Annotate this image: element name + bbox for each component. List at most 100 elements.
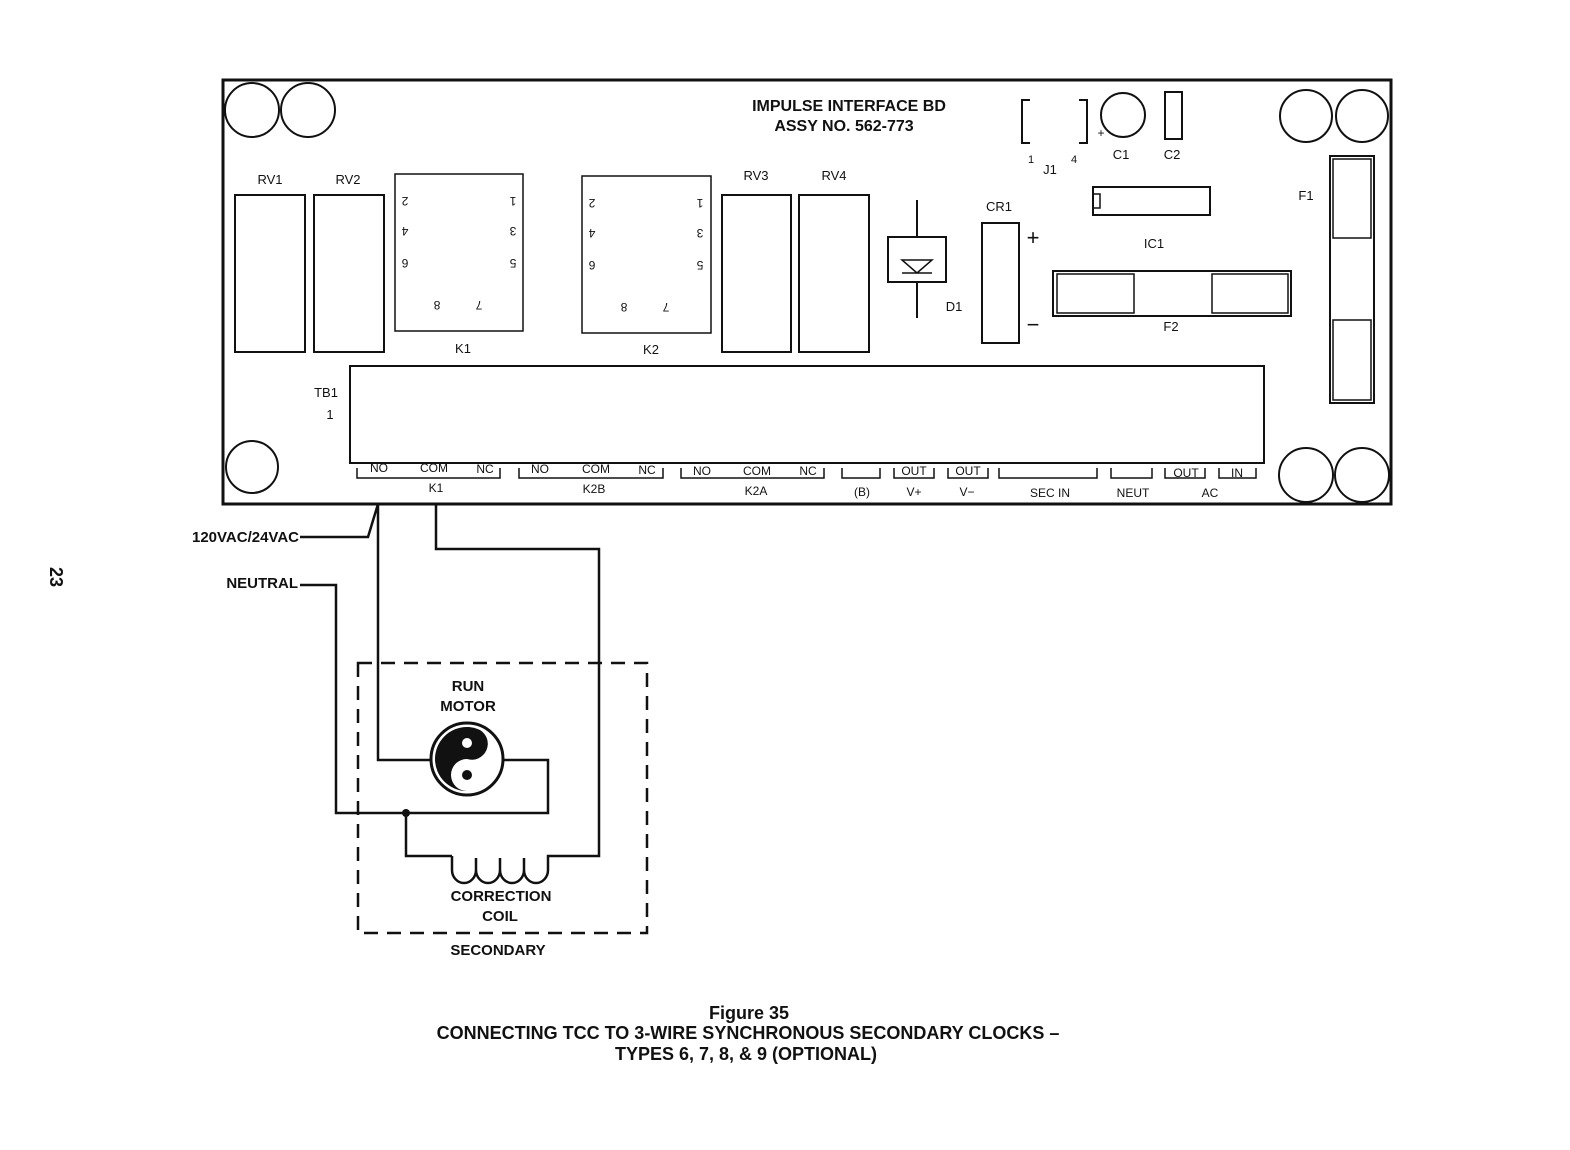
cr1-minus-label: − [1027,312,1040,337]
wiring [300,503,601,885]
terminal-labels: NO COM NC NO COM NC NO COM NC OUT OUT OU… [370,461,1243,500]
f1-fuse [1329,155,1375,404]
group-sec-in: SEC IN [1030,486,1070,500]
relay-pin-number: 5 [509,256,516,270]
mounting-hole [1334,447,1390,503]
board-title: IMPULSE INTERFACE BD [752,98,946,115]
board-outline [221,78,1393,506]
rv3-component [721,194,792,353]
terminal-k1-com: COM [420,461,448,475]
com-wire [434,504,601,858]
group-k1: K1 [429,481,444,495]
c1-capacitor [1100,92,1146,138]
ic1-chip [1092,186,1211,216]
wire-junction [402,809,410,817]
rv3-label: RV3 [743,168,768,183]
relay-pin-number: 1 [509,194,516,208]
secondary-label: SECONDARY [450,942,545,959]
mounting-hole [224,82,280,138]
terminal-k2a-com: COM [743,464,771,478]
f1-cap [1332,319,1372,401]
group-b: (B) [854,485,870,499]
c2-capacitor [1164,91,1183,140]
rv2-component [313,194,385,353]
supply-label: 120VAC/24VAC [192,529,299,546]
correction-coil-label: CORRECTION [451,888,552,905]
terminal-k2a-nc: NC [799,464,817,478]
run-motor-label: RUN [452,678,485,695]
ic1-notch [1093,193,1101,209]
terminal-ac-out: OUT [1173,466,1199,480]
relay-pin-number: 1 [696,196,703,210]
tb1-label: TB1 [314,385,338,400]
cr1-plus-label: + [1027,225,1040,250]
f2-fuse [1052,270,1292,317]
page-number: 23 [46,567,66,587]
terminal-k2b-com: COM [582,462,610,476]
supply-wire [300,503,432,762]
component-labels: RV1 RV2 RV3 RV4 K1 K2 D1 CR1 IC1 F1 F2 C… [257,126,1313,422]
tb1-pin-label: 1 [326,407,333,422]
circuit-board [221,78,1393,506]
f2-label: F2 [1163,319,1178,334]
relay-pin-number: 2 [588,196,595,210]
terminal-brackets [356,468,1257,479]
group-neut: NEUT [1117,486,1150,500]
secondary-clock-boundary [356,661,649,935]
cr1-component [981,222,1020,344]
group-v-minus: V− [959,485,974,499]
correction-coil-label-2: COIL [482,908,518,925]
rv2-label: RV2 [335,172,360,187]
mounting-hole [1278,447,1334,503]
group-v-plus: V+ [906,485,921,499]
relay-pin-number: 4 [401,224,408,238]
tb1-terminal-block [349,365,1265,464]
terminal-v-minus-out: OUT [955,464,981,478]
j1-label: J1 [1043,162,1057,177]
figure-caption-line1: CONNECTING TCC TO 3-WIRE SYNCHRONOUS SEC… [437,1023,1060,1043]
mounting-hole [225,440,279,494]
rv1-component [234,194,306,353]
mounting-hole [1279,89,1333,143]
terminal-k2b-no: NO [531,462,549,476]
rv1-label: RV1 [257,172,282,187]
neutral-wire [300,583,550,815]
relay-pin-number: 6 [588,258,595,272]
run-motor-label-2: MOTOR [440,698,496,715]
k2-label: K2 [643,342,659,357]
motor-symbol-right [467,727,488,760]
motor-dot [462,738,472,748]
j1-pin4-label: 4 [1071,154,1077,166]
d1-label: D1 [946,299,963,314]
relay-pin-number: 7 [662,300,669,314]
j1-pin1-label: 1 [1028,154,1034,166]
terminal-k1-nc: NC [476,462,494,476]
j1-connector [1021,99,1088,144]
d1-symbol [899,259,935,274]
terminal-ac-in: IN [1231,466,1243,480]
relay-pin-number: 5 [696,258,703,272]
mounting-hole [280,82,336,138]
f1-label: F1 [1298,188,1313,203]
c1-label: C1 [1113,147,1130,162]
rv4-component [798,194,870,353]
c1-polarity-label: + [1097,126,1104,140]
f1-cap [1332,158,1372,239]
terminal-k2a-no: NO [693,464,711,478]
group-k2a: K2A [745,484,768,498]
terminal-k2b-nc: NC [638,463,656,477]
figure-number: Figure 35 [709,1003,789,1023]
k2-relay [581,175,712,334]
relay-pin-number: 8 [620,300,627,314]
motor-dot [462,770,472,780]
k1-label: K1 [455,341,471,356]
cr1-label: CR1 [986,199,1012,214]
correction-coil [450,854,550,885]
f2-cap [1211,273,1289,314]
terminal-k1-no: NO [370,461,388,475]
terminal-v-plus-out: OUT [901,464,927,478]
group-k2b: K2B [583,482,606,496]
ic1-label: IC1 [1144,236,1164,251]
k1-relay [394,173,524,332]
